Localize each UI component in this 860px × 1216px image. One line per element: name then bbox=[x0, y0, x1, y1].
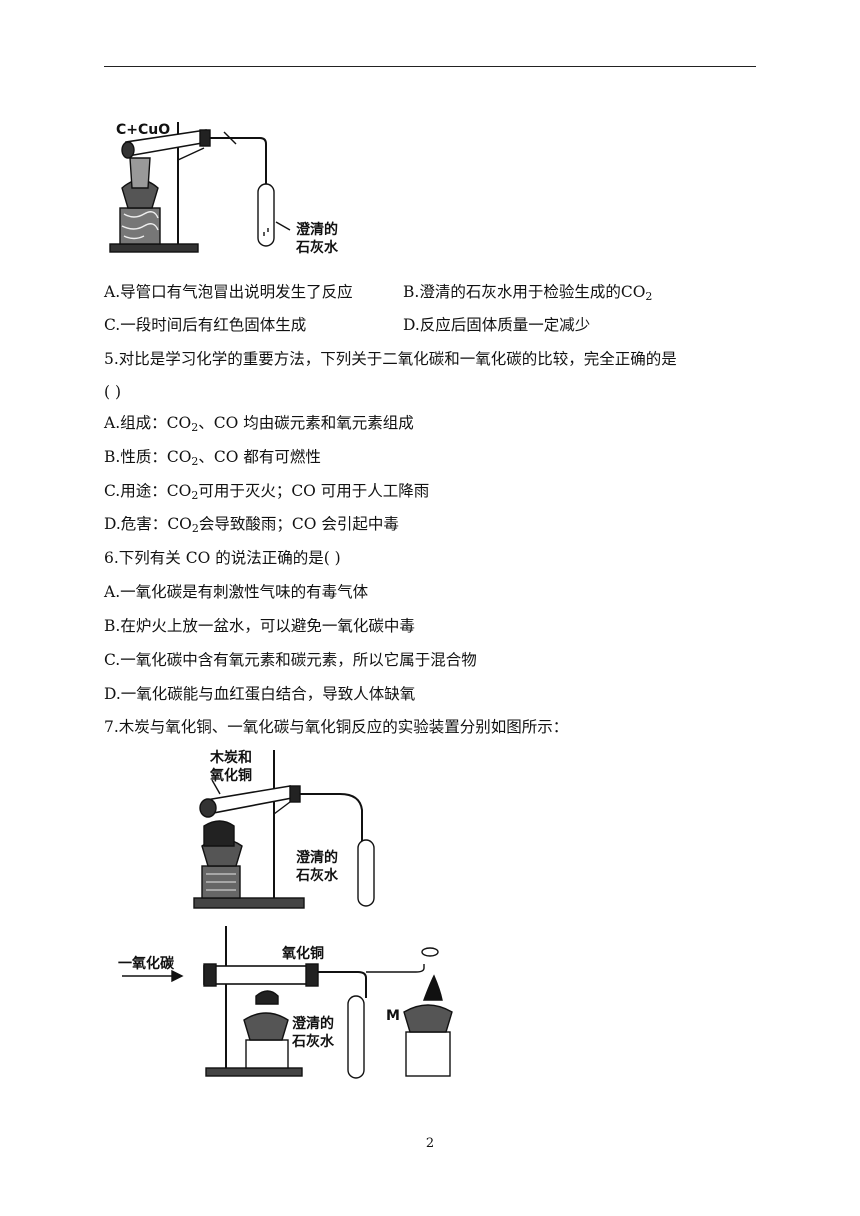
figure2-limewater-label-1: 澄清的 bbox=[296, 849, 338, 866]
q5-option-a-prefix: A.组成： bbox=[104, 414, 167, 432]
q5-option-d-prefix: D.危害： bbox=[104, 515, 168, 533]
q6-option-c: C.一氧化碳中含有氧元素和碳元素，所以它属于混合物 bbox=[104, 651, 477, 669]
figure3-inlet-label: 一氧化碳 bbox=[118, 955, 175, 972]
q5-option-c-text: 可用于灭火；CO 可用于人工降雨 bbox=[198, 482, 430, 500]
formula-co: CO bbox=[166, 414, 192, 432]
subscript-2: 2 bbox=[191, 489, 199, 502]
figure3-lamp-label: M bbox=[386, 1008, 400, 1024]
figure3-limewater-label-2: 石灰水 bbox=[291, 1033, 335, 1050]
q6-option-d: D.一氧化碳能与血红蛋白结合，导致人体缺氧 bbox=[104, 685, 416, 703]
q7-stem: 7.木炭与氧化铜、一氧化碳与氧化铜反应的实验装置分别如图所示： bbox=[104, 718, 569, 736]
q4-option-d: D.反应后固体质量一定减少 bbox=[403, 316, 591, 334]
q5-option-d-text: 会导致酸雨；CO 会引起中毒 bbox=[198, 515, 399, 533]
q5-option-b-prefix: B.性质： bbox=[104, 448, 167, 466]
formula-co: CO bbox=[166, 482, 192, 500]
subscript-2: 2 bbox=[191, 455, 199, 468]
q5-option-c-prefix: C.用途： bbox=[104, 482, 167, 500]
subscript-2: 2 bbox=[191, 421, 199, 434]
q5-stem: 5.对比是学习化学的重要方法，下列关于二氧化碳和一氧化碳的比较，完全正确的是 bbox=[104, 350, 677, 368]
header-rule bbox=[104, 66, 756, 67]
figure3-cuo-label: 氧化铜 bbox=[281, 945, 324, 962]
figure-carbon-cuo-apparatus-1: C+CuO 澄清的 石灰水 bbox=[109, 122, 339, 256]
figure2-label-1: 木炭和 bbox=[209, 749, 252, 766]
figure1-reactant-label: C+CuO bbox=[116, 122, 170, 138]
subscript-2: 2 bbox=[191, 522, 199, 535]
q4-option-b: B.澄清的石灰水用于检验生成的CO2 bbox=[403, 282, 652, 307]
q4-option-a: A.导管口有气泡冒出说明发生了反应 bbox=[104, 283, 353, 301]
formula-co: CO bbox=[167, 515, 192, 533]
q6-stem: 6.下列有关 CO 的说法正确的是( ) bbox=[104, 549, 341, 567]
q5-option-a: A.组成：CO2、CO 均由碳元素和氧元素组成 bbox=[104, 413, 414, 438]
q5-option-b-text: 、CO 都有可燃性 bbox=[198, 448, 321, 466]
figure-co-cuo-apparatus: 一氧化碳 氧化铜 澄清的 石灰水 M bbox=[118, 926, 453, 1079]
page-number: 2 bbox=[425, 1136, 435, 1151]
q4-option-c: C.一段时间后有红色固体生成 bbox=[104, 316, 307, 334]
figure2-limewater-label-2: 石灰水 bbox=[295, 867, 339, 884]
figure1-limewater-label-2: 石灰水 bbox=[295, 239, 339, 256]
formula-co: CO bbox=[166, 448, 192, 466]
formula-co: CO bbox=[620, 283, 646, 301]
figure-carbon-cuo-apparatus-2: 木炭和 氧化铜 澄清的 石灰水 bbox=[193, 749, 375, 909]
q6-option-a: A.一氧化碳是有刺激性气味的有毒气体 bbox=[104, 583, 369, 601]
figure1-limewater-label-1: 澄清的 bbox=[296, 221, 338, 238]
q5-option-b: B.性质：CO2、CO 都有可燃性 bbox=[104, 447, 321, 472]
subscript-2: 2 bbox=[645, 290, 653, 303]
q6-option-b: B.在炉火上放一盆水，可以避免一氧化碳中毒 bbox=[104, 617, 415, 635]
q5-paren: ( ) bbox=[104, 383, 122, 401]
figure3-limewater-label-1: 澄清的 bbox=[292, 1015, 334, 1032]
q5-option-a-text: 、CO 均由碳元素和氧元素组成 bbox=[198, 414, 414, 432]
q5-option-c: C.用途：CO2可用于灭火；CO 可用于人工降雨 bbox=[104, 481, 429, 506]
q5-option-d: D.危害：CO2会导致酸雨；CO 会引起中毒 bbox=[104, 514, 399, 539]
figure2-label-2: 氧化铜 bbox=[209, 767, 252, 784]
q4-option-b-text: B.澄清的石灰水用于检验生成的 bbox=[403, 283, 621, 301]
